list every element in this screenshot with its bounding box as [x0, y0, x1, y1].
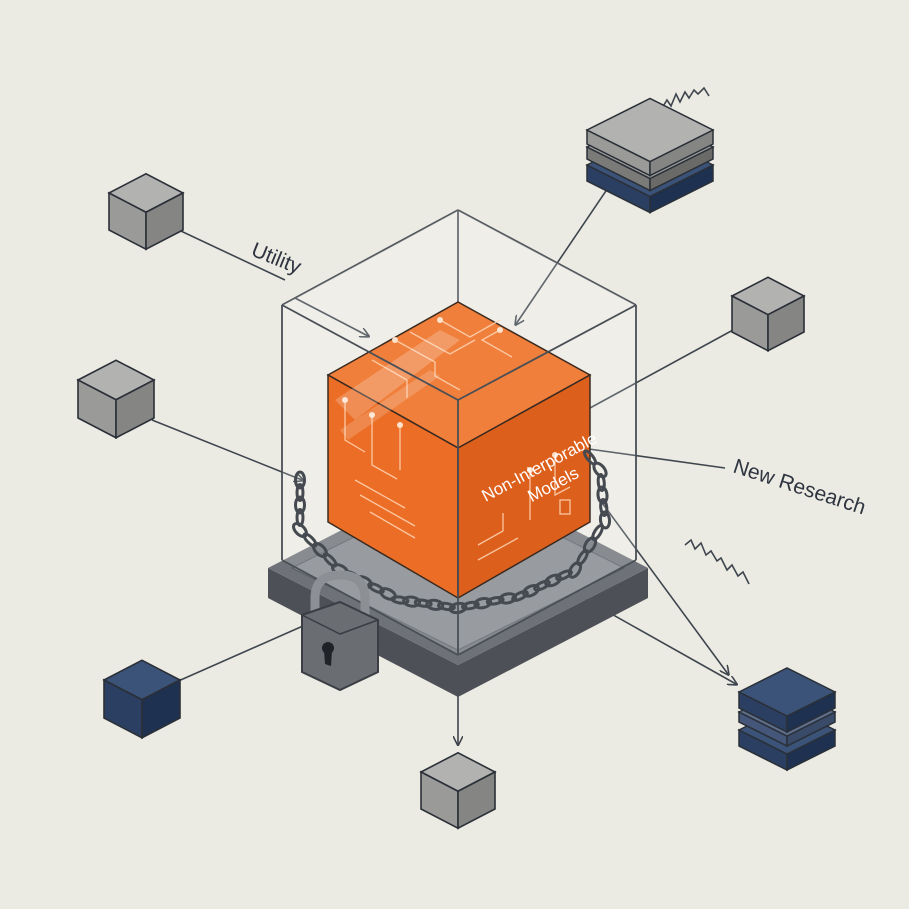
arrow-right-upper: [567, 324, 744, 421]
chain-link: [598, 510, 612, 530]
node-stack-top-right: [585, 97, 715, 214]
chain-link: [582, 449, 598, 466]
cube-right-face: [145, 191, 184, 251]
label-utility: Utility: [248, 238, 305, 279]
label-new-research: New Research: [730, 455, 868, 519]
cube-right-face: [115, 378, 155, 440]
node-cube-top-left: [107, 172, 185, 251]
chain-link: [292, 522, 308, 538]
cube-right-face: [141, 678, 181, 740]
squiggle-top-right: [661, 86, 710, 109]
chain-link: [555, 569, 573, 582]
stack-slab-top-top: [585, 97, 715, 163]
node-cube-mid-left: [76, 359, 156, 440]
arrow-bottom-right-b: [599, 499, 728, 674]
stack-slab-top-top: [737, 667, 837, 717]
glass-glare-2: [340, 370, 440, 440]
chain-link: [599, 498, 609, 517]
chain-link: [596, 485, 609, 505]
node-cube-right-upper: [730, 276, 806, 353]
chain-link: [302, 532, 318, 548]
glass-case-front: [281, 304, 637, 656]
arrow-utility-in: [294, 297, 368, 336]
chain-link: [402, 595, 422, 608]
arrow-utility-out: [166, 224, 286, 281]
keyhole-icon: [322, 642, 334, 666]
node-stack-bottom-right: [737, 667, 837, 772]
chain-link: [425, 598, 445, 611]
circuit-nodes: [342, 317, 558, 473]
chain-link: [522, 583, 540, 598]
chain-link: [511, 590, 529, 602]
cube-right-face: [457, 770, 496, 830]
node-cube-bottom-left: [102, 659, 182, 740]
padlock-body: [301, 600, 379, 692]
chain-link: [294, 495, 306, 515]
chain-link: [413, 598, 433, 608]
chain-link: [485, 595, 505, 606]
chain-link: [544, 573, 562, 588]
chain-link: [312, 542, 328, 558]
chain-link: [533, 579, 551, 592]
padlock: [301, 570, 379, 692]
chain-link: [461, 600, 480, 611]
core-cube: [326, 301, 592, 600]
chain-link: [436, 601, 456, 612]
circuit-traces: [344, 319, 571, 561]
cube-right-face: [767, 294, 805, 353]
squiggle-bottom-right: [684, 538, 750, 585]
chain-link: [473, 597, 493, 610]
glass-glare: [335, 330, 460, 420]
node-cube-bottom-center: [419, 751, 497, 830]
chain-link: [294, 470, 306, 490]
line-bottom-left: [157, 621, 313, 691]
chain-link: [390, 595, 410, 605]
arrow-mid-left-in: [151, 419, 302, 480]
chain-link: [295, 483, 305, 502]
padlock-shackle: [310, 570, 370, 620]
chain-link: [367, 582, 385, 594]
